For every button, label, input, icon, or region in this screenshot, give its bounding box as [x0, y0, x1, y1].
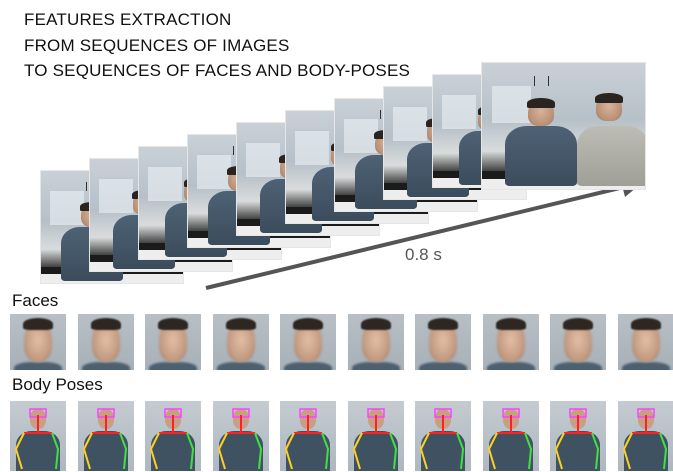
face-thumbnail [280, 314, 336, 370]
face-thumbnail [212, 314, 269, 370]
body-pose-thumbnail [617, 401, 673, 471]
face-thumbnail [145, 314, 201, 370]
face-thumbnail [550, 314, 606, 370]
body-pose-thumbnail [482, 401, 539, 471]
time-label: 0.8 s [405, 245, 442, 264]
title-line-2: FROM SEQUENCES OF IMAGES [24, 36, 290, 55]
face-thumbnail [10, 314, 66, 370]
face-thumbnail [482, 314, 539, 370]
image-frame [481, 62, 646, 190]
face-thumbnail [77, 314, 134, 370]
body-pose-thumbnail [145, 401, 201, 471]
face-thumbnail [415, 314, 471, 370]
body-pose-thumbnail [280, 401, 336, 471]
title-line-1: FEATURES EXTRACTION [24, 10, 232, 29]
face-thumbnail [347, 314, 404, 370]
body-pose-thumbnail [415, 401, 471, 471]
body-pose-thumbnail [550, 401, 606, 471]
body-pose-thumbnail [347, 401, 404, 471]
face-thumbnail [617, 314, 673, 370]
body-pose-thumbnail [212, 401, 269, 471]
title-line-3: TO SEQUENCES OF FACES AND BODY-POSES [24, 61, 411, 80]
faces-label: Faces [12, 291, 59, 310]
body-pose-thumbnail [10, 401, 66, 471]
body-poses-label: Body Poses [12, 375, 103, 394]
body-pose-thumbnail [77, 401, 134, 471]
